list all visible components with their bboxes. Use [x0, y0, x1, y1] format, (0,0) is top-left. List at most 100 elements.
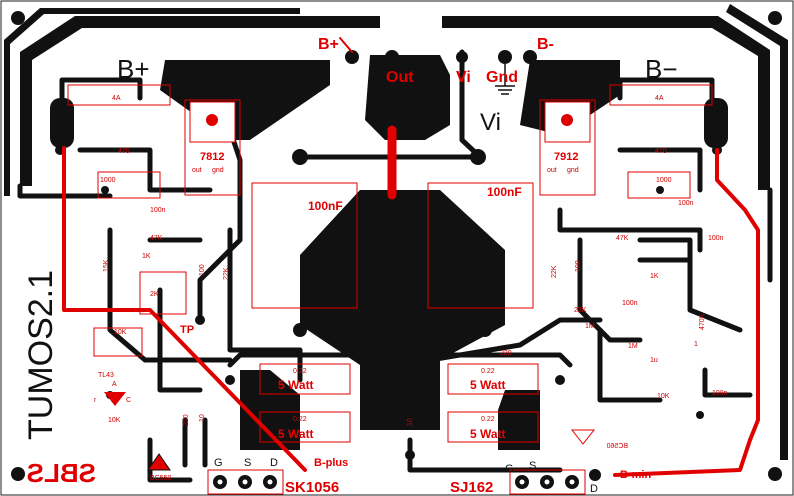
cap-right-big-label: 100nF	[487, 185, 522, 199]
cap-c6: 100n	[712, 390, 728, 397]
pad-8	[589, 469, 601, 481]
mosfet-right-header	[509, 469, 586, 495]
cap-c1: 1000	[100, 177, 116, 184]
trace-l1	[77, 147, 213, 193]
reg-left-out: out	[192, 167, 202, 174]
mosfet-pad-holes	[217, 479, 575, 485]
power-res-1-outline	[259, 363, 351, 395]
pad-2	[470, 149, 486, 165]
pad-b-minus	[523, 50, 537, 64]
res-470k: 470K	[699, 313, 706, 330]
copper-fuse-left	[50, 98, 74, 148]
label-b-plus-connector: B+	[318, 36, 339, 53]
power-res-3-outline	[447, 363, 539, 395]
reg-right-out: out	[547, 167, 557, 174]
power-res-3-rating: 5 Watt	[470, 378, 506, 392]
mosfet-left-header	[207, 469, 284, 495]
pad-5	[225, 375, 235, 385]
label-b-plus-wire: B-plus	[314, 457, 348, 469]
fuse-left-outline	[67, 84, 171, 106]
res-15k: 15K	[103, 259, 110, 272]
mosfet-left-d: D	[270, 457, 278, 469]
author-mark: SBLS	[27, 458, 96, 488]
tl431-c: C	[126, 397, 131, 404]
power-res-2-rating: 5 Watt	[278, 427, 314, 441]
res-10k-a: 10K	[114, 329, 127, 336]
res-100-left: 100	[199, 264, 206, 276]
res-22k-right: 22K	[551, 265, 558, 278]
pad-vi	[456, 51, 468, 63]
label-rail-left: B+	[117, 54, 150, 84]
cap-c4: 100n	[708, 235, 724, 242]
res-1m-b: 1M	[628, 343, 638, 350]
copper-traces	[17, 49, 773, 483]
trace-l4	[157, 287, 203, 393]
res-100-right: 100	[575, 260, 582, 272]
regulator-left-outline	[184, 99, 241, 196]
trimmer-outline	[139, 271, 187, 315]
power-res-3-value: 0.22	[481, 368, 495, 375]
mosfet-right-name: SJ162	[450, 479, 493, 496]
label-gnd-connector: Gnd	[486, 69, 518, 86]
label-vi-copper: Vi	[480, 109, 501, 136]
pad-12	[768, 11, 782, 25]
trace-l2	[197, 127, 243, 323]
label-b-minus-connector: B-	[537, 36, 554, 53]
wires	[62, 37, 760, 477]
tl431-box	[93, 327, 143, 357]
res-10-mid: 10	[407, 418, 414, 426]
reg-left-gnd: gnd	[212, 167, 224, 174]
tl431-symbol	[104, 392, 126, 406]
reg-right-hole	[561, 114, 573, 126]
wire-b-minus	[613, 148, 760, 477]
trace-r7	[702, 367, 753, 398]
copper-fuse-right	[704, 98, 728, 148]
cap-left-box	[97, 171, 161, 199]
res-10k-b: 10K	[108, 417, 121, 424]
trace-left-rail	[59, 77, 143, 101]
silkscreen-outlines	[67, 84, 713, 495]
mosfet-right-s: S	[529, 460, 536, 472]
res-2k: 2K	[150, 291, 159, 298]
power-res-4-outline	[447, 411, 539, 443]
cap-c8: 100n	[678, 200, 694, 207]
trace-r2	[577, 237, 643, 343]
cap-c5: 100n	[622, 300, 638, 307]
power-res-1-value: 0.22	[293, 368, 307, 375]
diode-label: 1	[694, 341, 698, 348]
bc550-symbol	[147, 453, 171, 471]
pad-out	[385, 50, 399, 64]
cap-c2: 100n	[150, 207, 166, 214]
reg-right-gnd: gnd	[567, 167, 579, 174]
pad-3	[293, 323, 307, 337]
regulator-tabs	[189, 101, 591, 143]
pad-b-plus	[345, 50, 359, 64]
pad-gnd	[498, 50, 512, 64]
trace-r4	[637, 237, 743, 333]
power-res-4-value: 0.22	[481, 416, 495, 423]
tp-label: TP	[180, 324, 194, 336]
fuse-right-label: 4A	[655, 95, 664, 102]
pad-15	[768, 467, 782, 481]
regulator-right-outline	[539, 99, 596, 196]
tl431-a: A	[112, 381, 117, 388]
reg-left-hole	[206, 114, 218, 126]
res-470-left: 470	[118, 148, 130, 155]
trace-left-outline	[17, 183, 113, 199]
cap-right-box	[627, 171, 691, 199]
fuse-right-outline	[609, 84, 713, 106]
copper-pour-out	[365, 55, 450, 140]
label-b-min-wire: B-min	[620, 469, 651, 481]
trace-bottom-left	[147, 437, 193, 483]
bc560-label: BC560	[606, 443, 628, 450]
trace-r3	[597, 327, 663, 403]
big-cap-left-outline	[251, 182, 358, 309]
res-10-left: 10	[199, 414, 206, 422]
cap-c3: 1000	[656, 177, 672, 184]
pad-17	[656, 186, 664, 194]
trace-vi	[459, 49, 481, 158]
copper-pour-source-right	[498, 390, 540, 450]
res-220-right: 220	[500, 350, 512, 357]
res-470-right: 470	[655, 148, 667, 155]
trace-r8	[617, 147, 703, 193]
